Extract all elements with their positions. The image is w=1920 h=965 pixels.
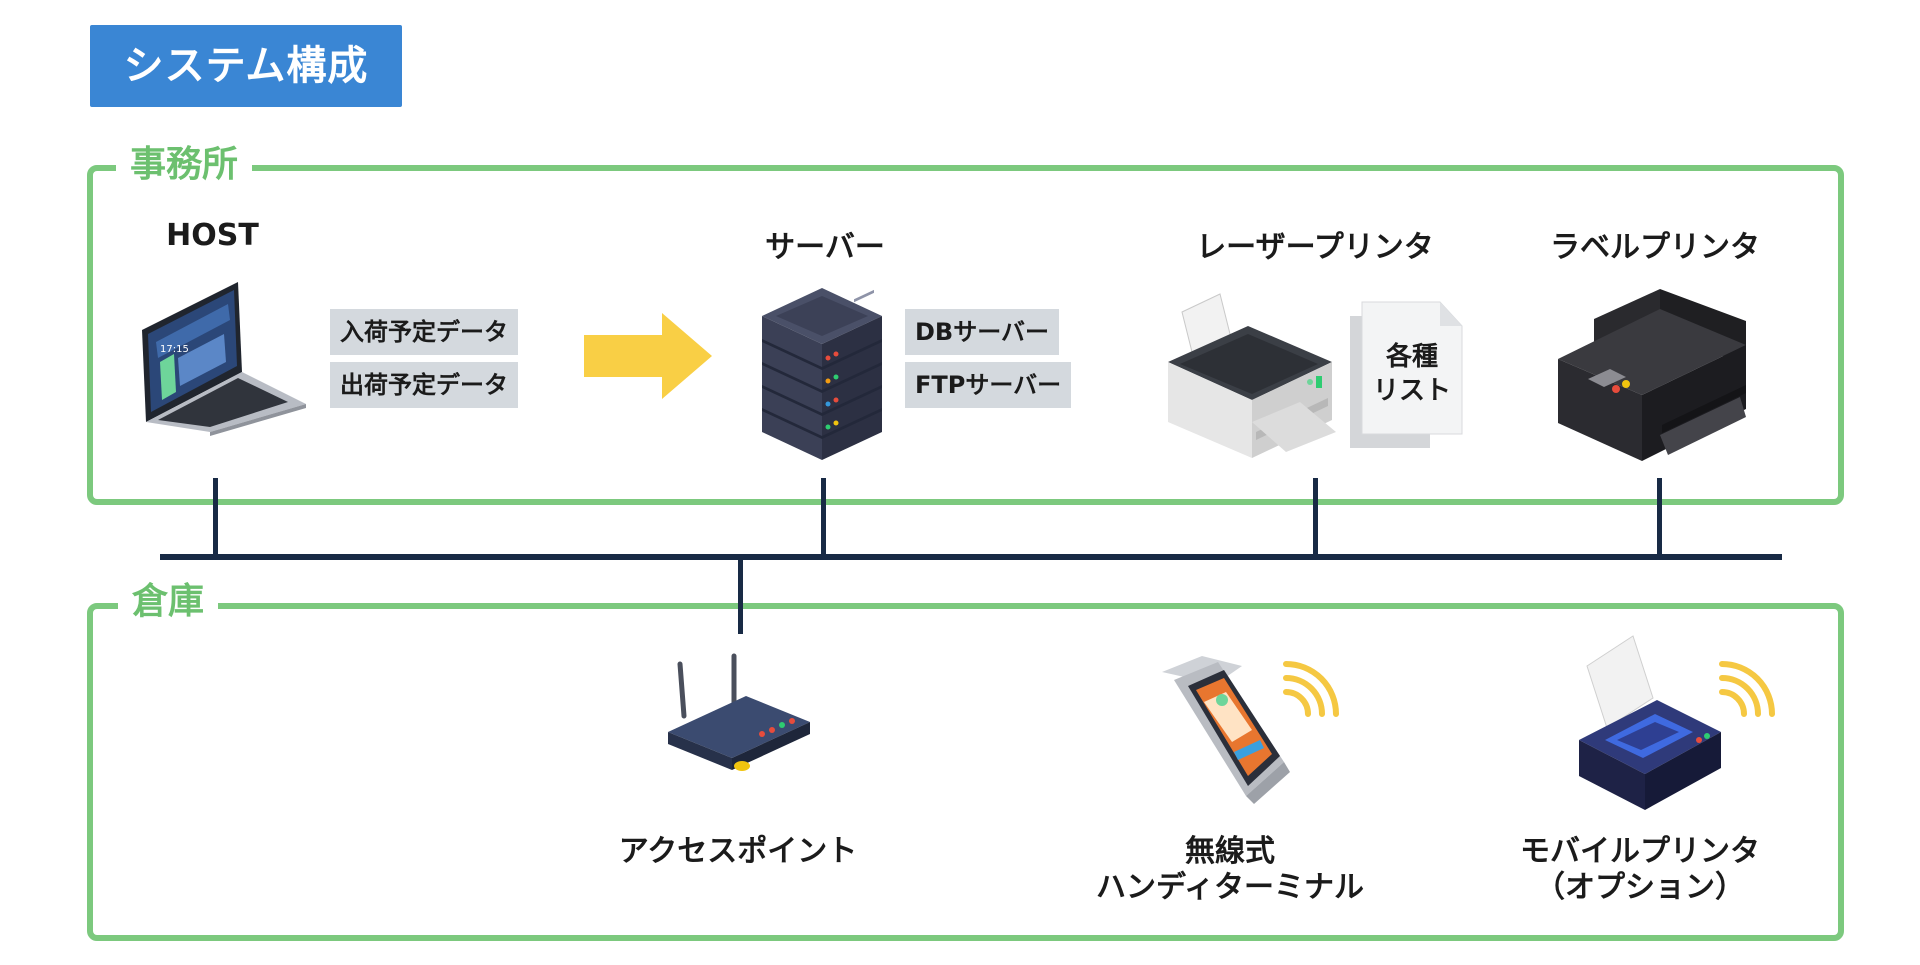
ftp-server-tag: FTPサーバー (905, 362, 1072, 408)
access-point-connector (738, 556, 743, 634)
handy-terminal-label-line1: 無線式 (1185, 834, 1275, 869)
documents-label-line2: リスト (1372, 376, 1451, 406)
label-printer-label: ラベルプリンタ (1550, 230, 1760, 265)
wifi-icon (1283, 661, 1339, 717)
handy-terminal-label: 無線式 ハンディターミナル (1090, 834, 1370, 906)
db-server-tag: DBサーバー (905, 309, 1059, 355)
incoming-data-tag: 入荷予定データ (330, 309, 518, 355)
mobile-printer-label-line1: モバイルプリンタ (1520, 834, 1760, 869)
warehouse-zone (87, 603, 1844, 941)
laser-printer-label: レーザープリンタ (1196, 230, 1434, 265)
office-zone (87, 165, 1844, 505)
host-label: HOST (166, 218, 259, 253)
documents-label-line1: 各種 (1385, 342, 1438, 372)
arrow-icon (584, 313, 712, 399)
server-connector (821, 478, 826, 558)
access-point-label: アクセスポイント (618, 834, 858, 869)
handy-terminal-label-line2: ハンディターミナル (1096, 870, 1364, 905)
page-title: システム構成 (90, 25, 402, 107)
documents-label: 各種 リスト (1362, 340, 1462, 408)
wifi-icon (1719, 661, 1775, 717)
warehouse-zone-label: 倉庫 (118, 580, 219, 624)
label-printer-icon (1558, 289, 1746, 461)
host-connector (213, 478, 218, 558)
laser-printer-icon (1168, 293, 1336, 458)
mobile-printer-icon (1579, 635, 1721, 810)
documents-icon (1350, 301, 1463, 448)
laptop-icon: 17:15 (142, 282, 306, 436)
label-printer-connector (1657, 478, 1662, 558)
server-label: サーバー (765, 230, 885, 265)
handy-terminal-icon (1162, 656, 1290, 804)
laptop-time: 17:15 (160, 344, 189, 355)
network-backbone (160, 554, 1782, 560)
office-zone-label: 事務所 (116, 143, 253, 187)
mobile-printer-label: モバイルプリンタ （オプション） (1500, 834, 1780, 906)
server-icon (762, 288, 882, 460)
outgoing-data-tag: 出荷予定データ (330, 362, 518, 408)
laser-printer-connector (1313, 478, 1318, 558)
mobile-printer-label-line2: （オプション） (1535, 870, 1745, 905)
router-icon (668, 653, 810, 771)
